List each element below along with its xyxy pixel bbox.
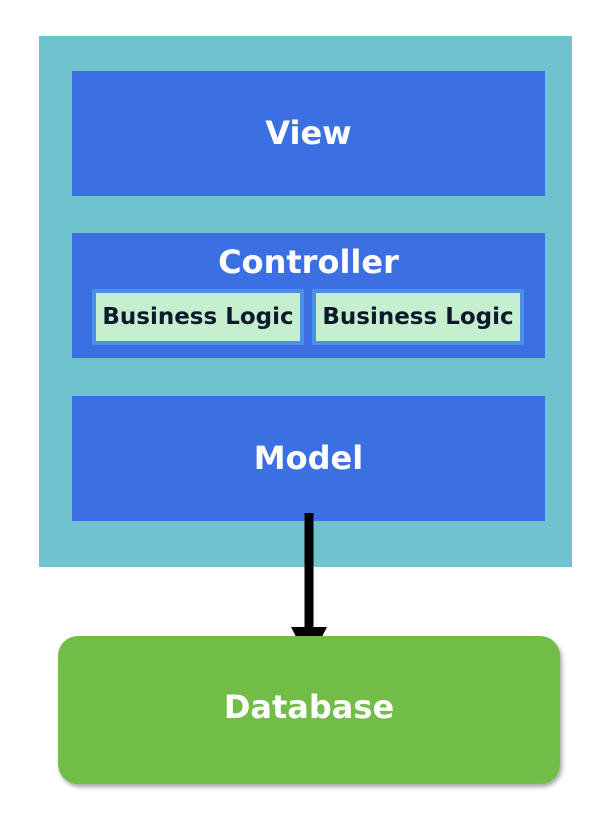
business-logic-box: Business Logic: [92, 289, 304, 345]
model-label: Model: [253, 439, 364, 477]
model-layer: Model: [72, 396, 545, 521]
controller-layer: Controller Business Logic Business Logic: [72, 233, 545, 358]
database-label: Database: [223, 688, 395, 726]
application-container: View Controller Business Logic Business …: [39, 36, 572, 567]
database-node: Database: [58, 636, 560, 784]
controller-label: Controller: [218, 243, 399, 281]
view-layer: View: [72, 71, 545, 196]
view-label: View: [265, 114, 352, 152]
business-logic-box: Business Logic: [312, 289, 524, 345]
